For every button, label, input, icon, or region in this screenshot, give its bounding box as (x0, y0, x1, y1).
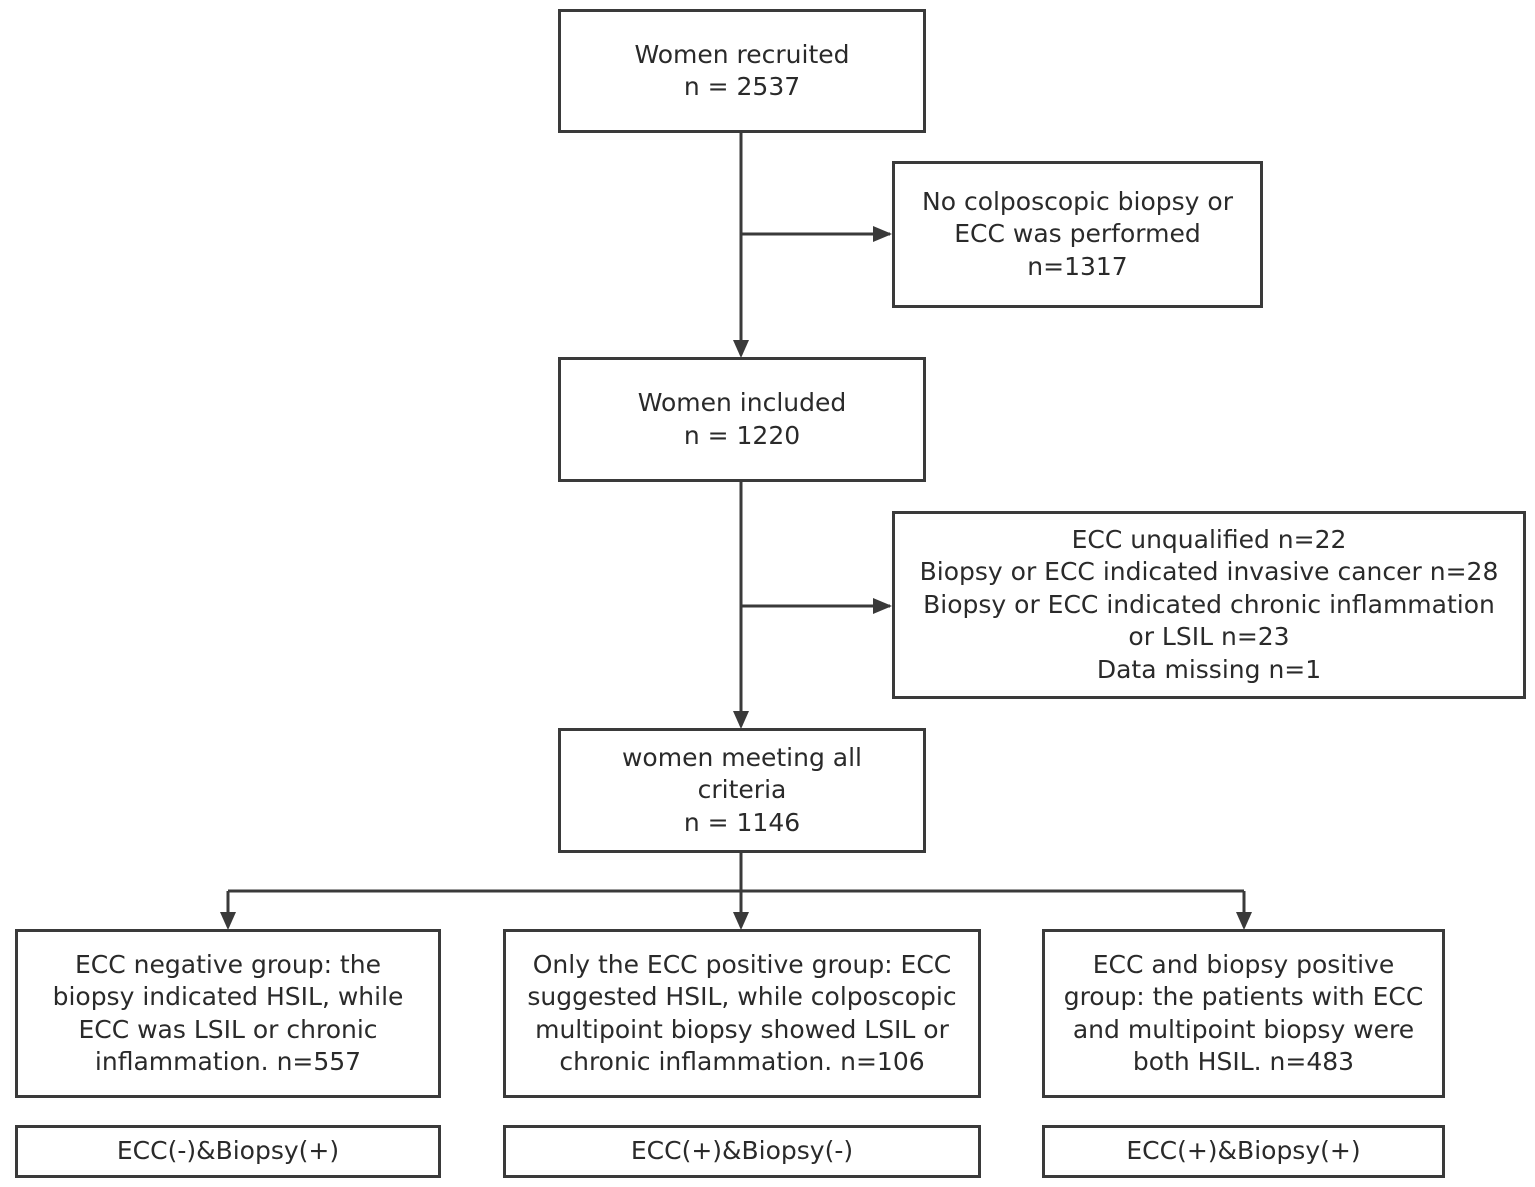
group-3-line-1: ECC and biopsy positive (1092, 949, 1395, 979)
meeting-line-2: criteria (697, 775, 787, 805)
recruited-box: Women recruited n = 2537 (558, 9, 926, 133)
group-2-label: ECC(+)&Biopsy(-) (503, 1125, 981, 1178)
included-box: Women included n = 1220 (558, 357, 926, 482)
ecc-positive-only-group-box: Only the ECC positive group: ECC suggest… (503, 929, 981, 1098)
group-2-line-2: suggested HSIL, while colposcopic (527, 982, 957, 1011)
ecc-negative-group-box: ECC negative group: the biopsy indicated… (15, 929, 441, 1098)
group-3-line-2: group: the patients with ECC (1063, 982, 1424, 1011)
arrowhead-excluded-1 (873, 226, 892, 242)
group-3-line-3: and multipoint biopsy were (1072, 1014, 1415, 1044)
group-2-label-text: ECC(+)&Biopsy(-) (630, 1136, 854, 1166)
group-1-label: ECC(-)&Biopsy(+) (15, 1125, 441, 1178)
excluded-2-line-4: or LSIL n=23 (1128, 622, 1290, 652)
meeting-line-1: women meeting all (621, 742, 862, 772)
included-title: Women included (637, 388, 847, 417)
group-1-line-3: ECC was LSIL or chronic (78, 1014, 378, 1044)
excluded-box-no-biopsy: No colposcopic biopsy or ECC was perform… (892, 161, 1263, 308)
group-2-line-3: multipoint biopsy showed LSIL or (535, 1014, 949, 1044)
excluded-box-criteria: ECC unqualified n=22 Biopsy or ECC indic… (892, 511, 1526, 699)
excluded-2-line-3: Biopsy or ECC indicated chronic inflamma… (923, 589, 1495, 619)
meeting-criteria-box: women meeting all criteria n = 1146 (558, 728, 926, 853)
group-2-line-1: Only the ECC positive group: ECC (532, 949, 952, 979)
excluded-2-line-2: Biopsy or ECC indicated invasive cancer … (919, 557, 1499, 587)
group-1-label-text: ECC(-)&Biopsy(+) (116, 1136, 340, 1166)
excluded-2-line-1: ECC unqualified n=22 (1071, 524, 1347, 554)
arrowhead-group-2 (733, 912, 749, 930)
recruited-title: Women recruited (634, 39, 850, 69)
arrowhead-group-3 (1236, 912, 1252, 930)
excluded-2-line-5: Data missing n=1 (1096, 654, 1322, 684)
group-3-label-text: ECC(+)&Biopsy(+) (1126, 1136, 1361, 1166)
recruited-count: n = 2537 (683, 72, 801, 101)
included-count: n = 1220 (683, 420, 801, 450)
group-2-line-4: chronic inflammation. n=106 (559, 1047, 925, 1076)
group-3-line-4: both HSIL. n=483 (1132, 1047, 1355, 1076)
arrowhead-meeting (733, 711, 749, 729)
excluded-1-count: n=1317 (1027, 251, 1128, 281)
group-1-line-1: ECC negative group: the (75, 949, 381, 979)
arrowhead-group-1 (220, 912, 236, 930)
group-3-label: ECC(+)&Biopsy(+) (1042, 1125, 1445, 1178)
ecc-and-biopsy-positive-group-box: ECC and biopsy positive group: the patie… (1042, 929, 1445, 1098)
excluded-1-line-1: No colposcopic biopsy or (922, 186, 1233, 216)
group-1-line-2: biopsy indicated HSIL, while (52, 982, 404, 1011)
arrowhead-included (733, 340, 749, 358)
meeting-count: n = 1146 (683, 807, 801, 837)
group-1-line-4: inflammation. n=557 (94, 1047, 362, 1076)
excluded-1-line-2: ECC was performed (954, 219, 1201, 249)
arrowhead-excluded-2 (873, 598, 892, 614)
